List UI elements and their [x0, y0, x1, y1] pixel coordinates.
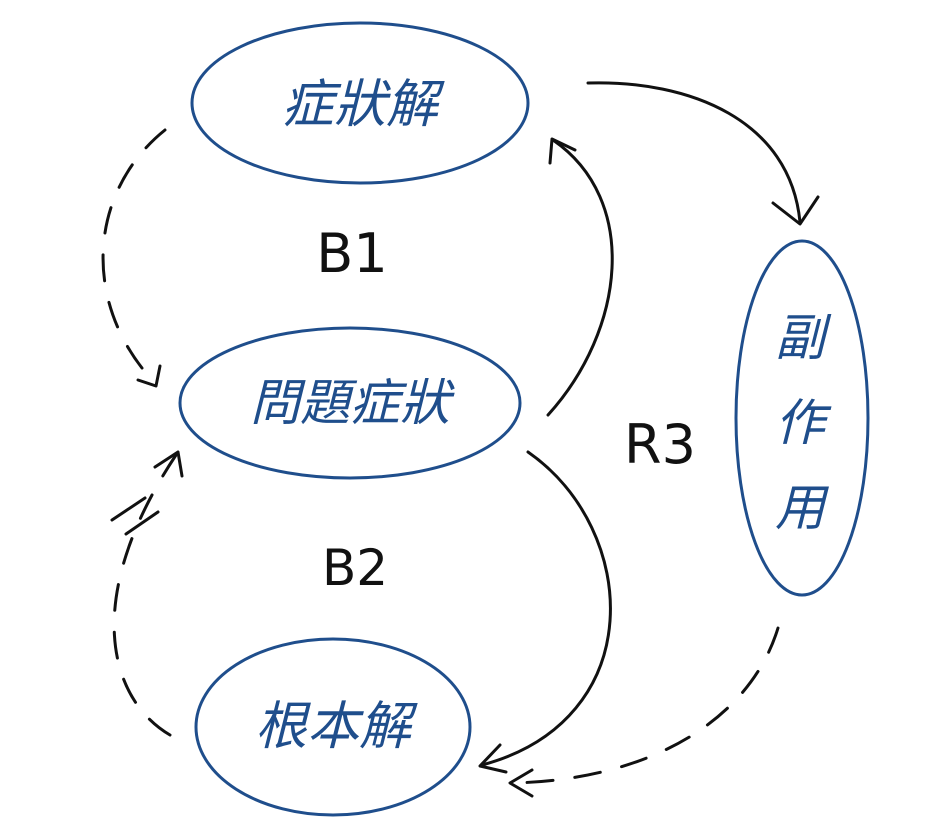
arrowhead-symptomatic-icon: [548, 137, 577, 165]
node-side-effect: 副 作 用: [734, 239, 870, 597]
delay-mark-icon: [110, 496, 160, 536]
node-side-effect-label-3: 用: [775, 479, 829, 537]
edge-symptomatic-to-side-effect: [586, 81, 802, 224]
edge-side-effect-to-fundamental: [510, 626, 780, 785]
loop-label-b1: B1: [316, 222, 387, 285]
arrowhead-problem-dashed-icon: [136, 364, 162, 388]
edge-symptomatic-to-problem: [101, 128, 167, 382]
node-problem-symptom-label: 問題症狀: [250, 374, 455, 432]
node-symptomatic-solution: 症狀解: [190, 21, 530, 185]
edge-fundamental-to-problem: [112, 453, 178, 737]
node-problem-symptom: 問題症狀: [178, 326, 522, 480]
edge-problem-to-symptomatic: [546, 138, 614, 417]
node-side-effect-label-1: 副: [775, 309, 832, 367]
loop-label-r3: R3: [624, 413, 696, 476]
arrowhead-side-effect-icon: [771, 195, 820, 226]
node-side-effect-label-2: 作: [775, 394, 832, 452]
node-fundamental-solution: 根本解: [194, 637, 472, 817]
node-fundamental-solution-label: 根本解: [255, 697, 418, 757]
arrowhead-fundamental-icon: [478, 743, 508, 774]
edge-problem-to-fundamental: [480, 450, 612, 767]
arrowhead-problem-lower-icon: [153, 450, 184, 478]
arrowhead-fundamental-dashed-icon: [508, 768, 534, 798]
node-symptomatic-solution-label: 症狀解: [282, 75, 445, 135]
loop-label-b2: B2: [322, 539, 388, 597]
